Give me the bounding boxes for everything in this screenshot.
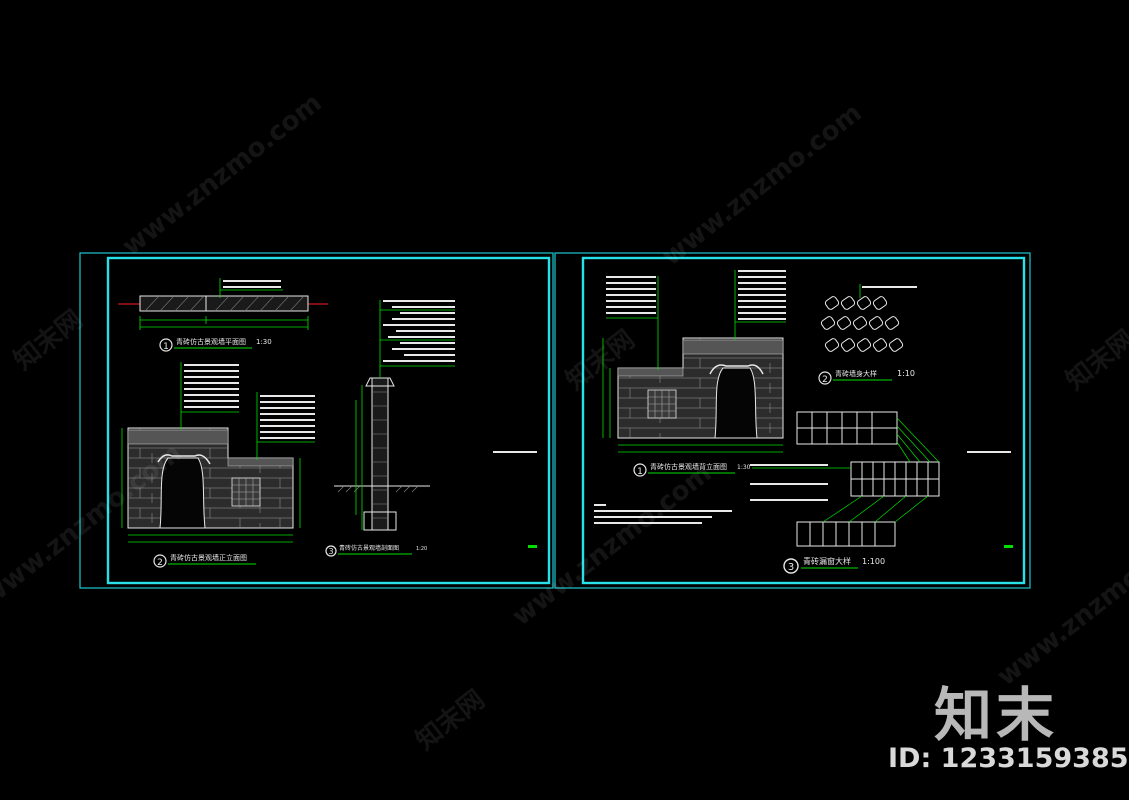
back-elevation-view: 1 青砖仿古景观墙背立面图 1:30	[602, 270, 786, 477]
asset-id-label: ID: 1233159385	[888, 743, 1129, 774]
brand-logo: 知末	[934, 681, 1059, 749]
view-number: 2	[157, 558, 163, 568]
sheet-2-outer-frame	[554, 252, 1031, 589]
sheet-1: 1 青砖仿古景观墙平面图 1:30	[79, 252, 554, 589]
view-number-circle	[818, 371, 832, 385]
view-title: 青砖墙身大样	[835, 369, 877, 378]
view-title: 青砖漏窗大样	[803, 556, 851, 566]
sheet-1-outer-frame	[79, 252, 554, 589]
view-scale: 1:30	[737, 464, 751, 471]
view-scale: 1:30	[256, 338, 272, 346]
view-number: 1	[637, 467, 643, 477]
section-view: 3 青砖仿古景观墙剖面图 1:20	[325, 300, 455, 557]
lattice-window-detail-view: 3 青砖漏窗大样 1:100	[750, 411, 940, 574]
view-number: 3	[788, 562, 794, 573]
sheet-2-inner-frame	[581, 256, 1026, 585]
view-title: 青砖仿古景观墙平面图	[176, 337, 246, 346]
view-number-circle	[153, 554, 167, 568]
view-scale: 1:10	[897, 369, 915, 378]
view-title: 青砖仿古景观墙剖面图	[339, 544, 399, 552]
view-number-circle	[159, 338, 173, 352]
sheet-2-stamp	[1004, 545, 1013, 548]
view-number: 1	[163, 342, 169, 352]
view-scale: 1:100	[862, 557, 885, 566]
sheet-2: 1 青砖仿古景观墙背立面图 1:30	[554, 252, 1031, 589]
view-title: 青砖仿古景观墙背立面图	[650, 462, 727, 471]
sheet-1-inner-frame	[106, 256, 551, 585]
view-number: 3	[328, 547, 333, 556]
view-number: 2	[822, 375, 828, 385]
plan-view: 1 青砖仿古景观墙平面图 1:30	[118, 278, 328, 352]
notes-block	[594, 504, 732, 524]
front-elevation-view: 2 青砖仿古景观墙正立面图	[121, 362, 315, 568]
view-number-circle	[633, 463, 647, 477]
view-title: 青砖仿古景观墙正立面图	[170, 553, 247, 562]
view-number-circle	[325, 545, 337, 557]
sheet-1-stamp	[528, 545, 537, 548]
wall-detail-view: 2 青砖墙身大样 1:10	[818, 284, 917, 385]
view-scale: 1:20	[416, 546, 427, 552]
view-number-circle	[783, 558, 799, 574]
